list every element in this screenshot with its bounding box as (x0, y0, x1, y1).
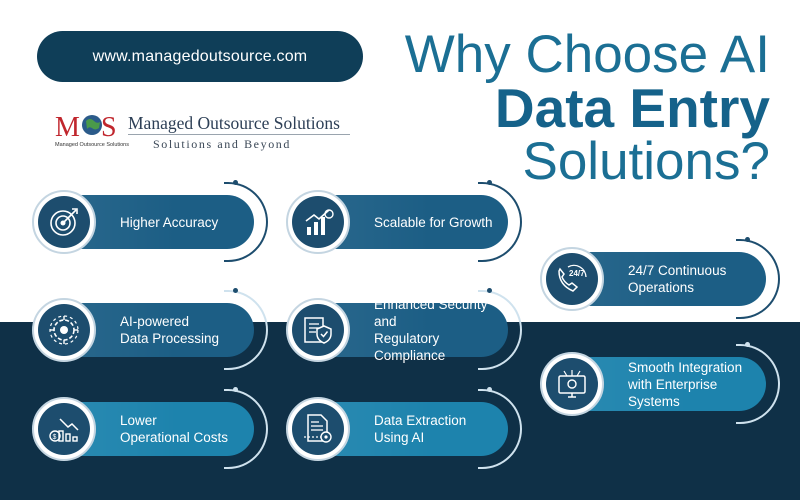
cost-reduction-icon: $ (49, 418, 79, 442)
ai-gear-icon (49, 315, 79, 345)
logo-letter-m: M (55, 112, 80, 143)
title-line-3: Solutions? (522, 132, 770, 191)
security-document-icon (304, 317, 332, 344)
feature-scalable-growth: Scalable for Growth (286, 180, 522, 262)
website-url[interactable]: www.managedoutsource.com (37, 31, 363, 82)
integration-monitor-icon (558, 370, 586, 398)
feature-higher-accuracy: Higher Accuracy (32, 180, 268, 262)
title-line-1: Why Choose AI (404, 25, 770, 84)
feature-label: Scalable for Growth (374, 214, 493, 230)
logo-divider (128, 134, 350, 135)
svg-text:$: $ (53, 434, 57, 441)
page-title: Why Choose AI Data Entry Solutions? (350, 28, 770, 190)
logo-company-name: Managed Outsource Solutions (128, 113, 340, 133)
feature-label: Higher Accuracy (120, 214, 219, 230)
title-line-2: Data Entry (494, 77, 770, 139)
company-logo: M S Managed Outsource Solutions Solution… (55, 106, 355, 152)
svg-text:24/7: 24/7 (569, 269, 585, 278)
growth-chart-icon (305, 209, 334, 235)
target-icon (50, 208, 78, 236)
logo-tagline: Solutions and Beyond (153, 137, 292, 151)
phone-24-7-icon: 24/7 (558, 264, 587, 292)
document-extraction-icon (304, 414, 332, 443)
logo-globe-mark: M S (55, 112, 117, 143)
logo-subtext: Managed Outsource Solutions (55, 142, 129, 148)
logo-letter-s: S (101, 112, 117, 143)
